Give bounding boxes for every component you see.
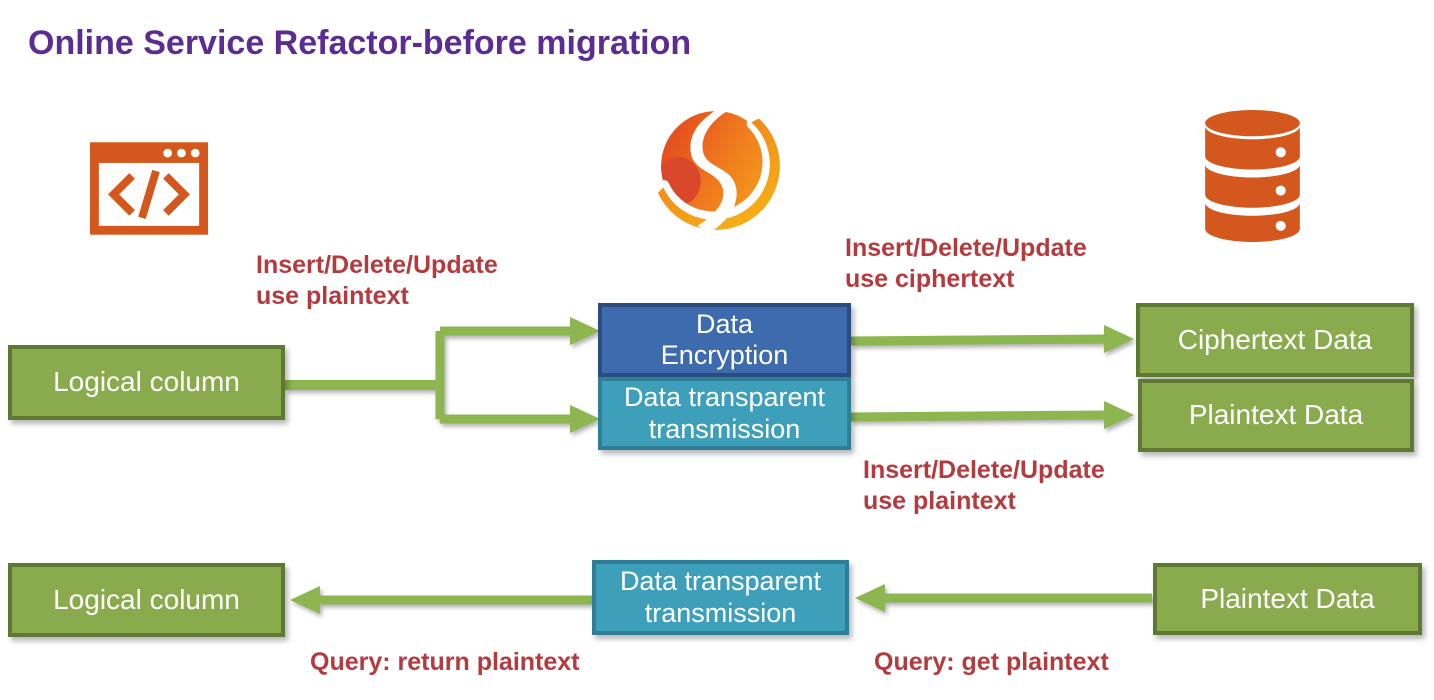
page-title: Online Service Refactor-before migration xyxy=(28,24,692,62)
flame-s-logo xyxy=(657,105,780,233)
node-data-encryption: Data Encryption xyxy=(598,303,851,377)
node-label: Data Encryption xyxy=(660,308,789,370)
node-ciphertext-data: Ciphertext Data xyxy=(1136,303,1414,377)
node-data-transparent-bottom: Data transparent transmission xyxy=(592,560,849,635)
node-label: Plaintext Data xyxy=(1188,399,1364,431)
edge-label-line: use plaintext xyxy=(256,281,409,310)
edge-label-line: Insert/Delete/Update xyxy=(256,251,498,279)
edge-label-query-return-plaintext: Query: return plaintext xyxy=(310,648,580,676)
node-label: Logical column xyxy=(53,583,240,615)
node-label: Ciphertext Data xyxy=(1177,323,1373,355)
node-logical-column-top: Logical column xyxy=(8,345,285,420)
node-plaintext-data-top: Plaintext Data xyxy=(1138,379,1414,452)
arrow-transparent-to-plaintext xyxy=(850,401,1134,429)
node-label: Data transparent transmission xyxy=(619,566,822,628)
node-label: Logical column xyxy=(53,366,240,398)
node-data-transparent-top: Data transparent transmission xyxy=(598,377,851,450)
database-icon xyxy=(1205,110,1300,242)
node-logical-column-bottom: Logical column xyxy=(8,563,285,637)
edge-label-line: use plaintext xyxy=(863,486,1016,515)
code-window-icon xyxy=(90,142,208,235)
edge-label-line: Insert/Delete/Update xyxy=(863,456,1105,484)
edge-label-line: Insert/Delete/Update xyxy=(845,234,1087,262)
node-label: Plaintext Data xyxy=(1200,582,1375,614)
edge-label-insert-use-plaintext-left: Insert/Delete/Update use plaintext xyxy=(256,250,498,311)
arrow-logical-to-middle xyxy=(285,317,600,433)
arrow-transparent-to-logical xyxy=(290,586,592,614)
edge-label-line: use ciphertext xyxy=(845,264,1015,293)
edge-label-insert-use-plaintext-right: Insert/Delete/Update use plaintext xyxy=(863,455,1105,516)
node-plaintext-data-bottom: Plaintext Data xyxy=(1153,563,1422,635)
edge-label-query-get-plaintext: Query: get plaintext xyxy=(874,648,1109,676)
arrow-plaintext-to-transparent xyxy=(855,584,1152,612)
node-label: Data transparent transmission xyxy=(623,382,826,444)
edge-label-insert-use-ciphertext: Insert/Delete/Update use ciphertext xyxy=(845,233,1087,294)
arrow-encryption-to-ciphertext xyxy=(850,325,1134,353)
